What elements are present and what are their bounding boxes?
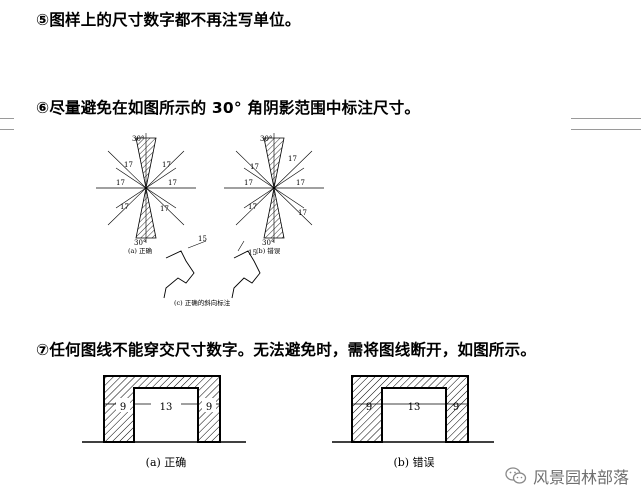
dim-a-middle: 13 bbox=[160, 402, 173, 413]
figure-dimension-angles-drawing: 30° 30° 17 17 17 17 17 17 (a) 正确 30° 30°… bbox=[96, 133, 324, 307]
figure-break-lines-drawing: 9 13 9 (a) 正确 9 13 9 (b) 错误 bbox=[82, 375, 494, 469]
caption-c: (c) 正确的斜向标注 bbox=[174, 298, 231, 307]
figure-break-lines: 9 13 9 (a) 正确 9 13 9 (b) 错误 bbox=[36, 362, 546, 478]
diagram-a-correct: 30° 30° 17 17 17 17 17 17 (a) 正确 bbox=[96, 133, 196, 255]
rule-5-text: ⑤图样上的尺寸数字都不再注写单位。 bbox=[36, 11, 301, 29]
dim-b-left: 9 bbox=[366, 402, 372, 413]
angle-label-b-top: 30° bbox=[260, 135, 272, 143]
dim-label-a-lower-right: 17 bbox=[160, 205, 169, 213]
angle-label-b-bottom: 30° bbox=[262, 239, 274, 247]
angle-label-a-bottom: 30° bbox=[134, 239, 146, 247]
oblique-label-right: 15 bbox=[248, 249, 257, 257]
dim-label-b-right: 17 bbox=[296, 179, 305, 187]
caption-a: (a) 正确 bbox=[128, 246, 153, 255]
dim-label-a-left: 17 bbox=[116, 179, 125, 187]
figure-2-correct: 9 13 9 (a) 正确 bbox=[82, 375, 246, 469]
watermark-text: 风景园林部落 bbox=[532, 468, 629, 487]
wechat-icon bbox=[505, 467, 527, 484]
dim-a-right: 9 bbox=[206, 402, 212, 413]
dim-label-b-lower-right: 17 bbox=[298, 209, 307, 217]
right-margin-marker bbox=[571, 118, 641, 130]
caption-2b: (b) 错误 bbox=[393, 455, 434, 469]
figure-2-wrong: 9 13 9 (b) 错误 bbox=[332, 375, 494, 469]
angle-label-a-top: 30° bbox=[132, 135, 144, 143]
dim-label-a-upper-right: 17 bbox=[162, 161, 171, 169]
dim-label-a-right: 17 bbox=[168, 179, 177, 187]
oblique-label-left: 15 bbox=[198, 235, 207, 243]
dim-label-b-left: 17 bbox=[244, 179, 253, 187]
dim-label-a-lower-left: 17 bbox=[120, 203, 129, 211]
dim-label-b-lower-left: 17 bbox=[248, 203, 257, 211]
figure-dimension-angles: 30° 30° 17 17 17 17 17 17 (a) 正确 30° 30°… bbox=[36, 133, 386, 313]
dim-label-a-upper-left: 17 bbox=[124, 161, 133, 169]
dim-b-right: 9 bbox=[453, 402, 459, 413]
dim-a-left: 9 bbox=[120, 402, 126, 413]
caption-2a: (a) 正确 bbox=[146, 456, 187, 469]
dim-b-middle: 13 bbox=[408, 402, 421, 413]
diagram-b-wrong: 30° 30° 17 17 17 17 17 17 (b) 错误 bbox=[224, 133, 324, 255]
caption-b: (b) 错误 bbox=[256, 246, 281, 255]
diagram-c-oblique: 15 15 (c) 正确的斜向标注 bbox=[163, 235, 261, 307]
rule-6-text: ⑥尽量避免在如图所示的 30° 角阴影范围中标注尺寸。 bbox=[36, 99, 421, 117]
left-margin-marker bbox=[0, 118, 14, 130]
dim-label-b-upper-left: 17 bbox=[250, 163, 259, 171]
watermark: 风景园林部落 bbox=[505, 464, 629, 488]
dim-label-b-upper-right: 17 bbox=[288, 155, 297, 163]
rule-7-text: ⑦任何图线不能穿交尺寸数字。无法避免时，需将图线断开，如图所示。 bbox=[36, 341, 537, 359]
